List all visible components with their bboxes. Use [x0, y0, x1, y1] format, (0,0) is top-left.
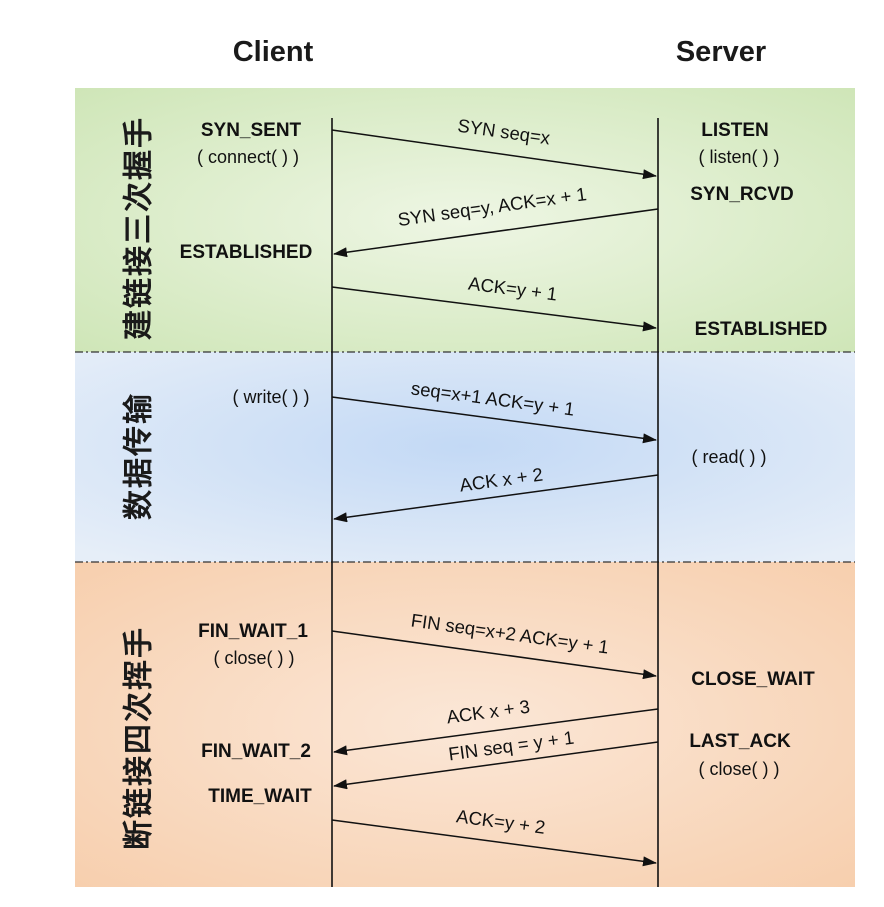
server-state-listen: LISTEN: [701, 120, 769, 141]
ack-arrow: [331, 286, 657, 332]
fin1-arrow: [331, 630, 657, 680]
data-ack-arrow: [333, 474, 659, 523]
client-call-connect: ( connect( ) ): [197, 147, 299, 167]
syn-arrow: [331, 129, 657, 180]
client-call-close: ( close( ) ): [214, 648, 295, 668]
handshake-band: [75, 88, 855, 352]
client-call-write: ( write( ) ): [233, 387, 310, 407]
client-state-syn-sent: SYN_SENT: [201, 120, 302, 141]
client-state-time-wait: TIME_WAIT: [208, 786, 312, 807]
ack-fin1-arrow: [333, 708, 659, 756]
server-header: Server: [676, 36, 766, 68]
client-header: Client: [233, 36, 314, 68]
server-call-close: ( close( ) ): [699, 759, 780, 779]
server-state-syn-rcvd: SYN_RCVD: [690, 184, 793, 205]
phase-label-teardown: 断链接四次挥手: [122, 626, 157, 850]
client-state-established: ESTABLISHED: [180, 242, 313, 263]
client-state-fin-wait-1: FIN_WAIT_1: [198, 621, 308, 642]
ack-fin2-arrow: [331, 819, 657, 867]
fin2-arrow: [333, 741, 659, 790]
teardown-band: [75, 562, 855, 887]
data-transfer-band: [75, 352, 855, 562]
client-state-fin-wait-2: FIN_WAIT_2: [201, 741, 311, 762]
data-arrow: [331, 396, 657, 444]
server-state-last-ack: LAST_ACK: [689, 731, 791, 752]
server-state-close-wait: CLOSE_WAIT: [691, 669, 815, 690]
phase-label-data-transfer: 数据传输: [122, 392, 157, 520]
syn-ack-arrow: [333, 208, 659, 258]
phase-label-handshake: 建链接三次握手: [122, 116, 157, 340]
server-call-listen: ( listen( ) ): [699, 147, 780, 167]
server-state-established: ESTABLISHED: [695, 319, 828, 340]
server-call-read: ( read( ) ): [691, 447, 766, 467]
